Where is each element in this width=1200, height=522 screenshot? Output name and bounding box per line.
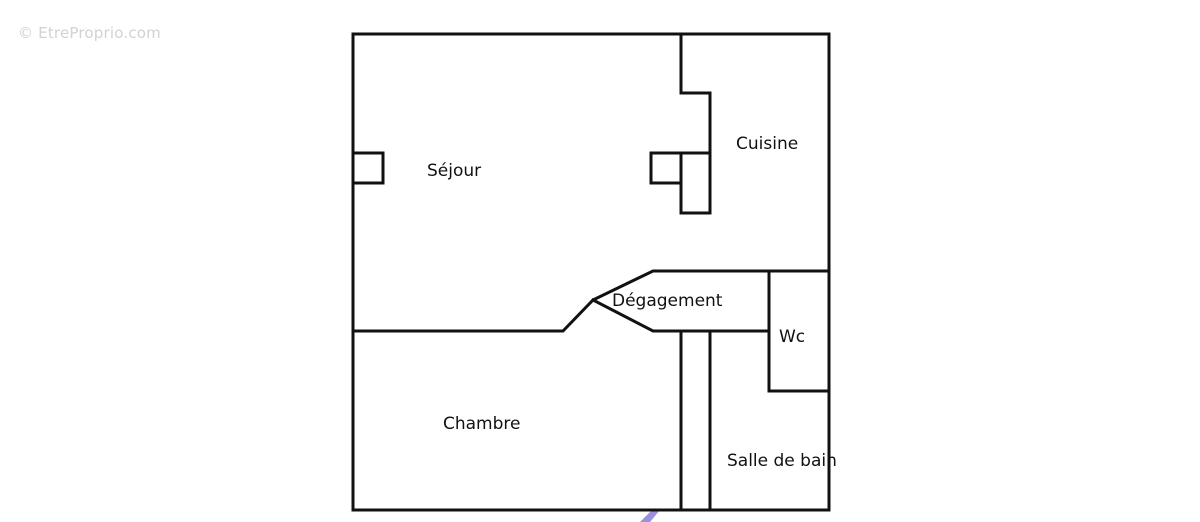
wc-walls	[767, 269, 831, 393]
room-label-sejour: Séjour	[427, 161, 481, 181]
living-wall-niche	[351, 151, 385, 185]
room-label-cuisine: Cuisine	[736, 134, 798, 154]
living-bedroom-wall	[351, 269, 831, 333]
room-label-chambre: Chambre	[443, 414, 521, 434]
room-label-salle-de-bain: Salle de bain	[727, 451, 837, 471]
room-label-degagement: Dégagement	[612, 291, 723, 311]
bottom-watermark-mark	[640, 510, 660, 522]
kitchen-partition	[679, 32, 712, 215]
corridor-lower-wall	[590, 297, 771, 333]
watermark-text: © EtreProprio.com	[18, 24, 161, 42]
kitchen-counter-box	[649, 151, 683, 185]
room-label-wc: Wc	[779, 327, 805, 347]
